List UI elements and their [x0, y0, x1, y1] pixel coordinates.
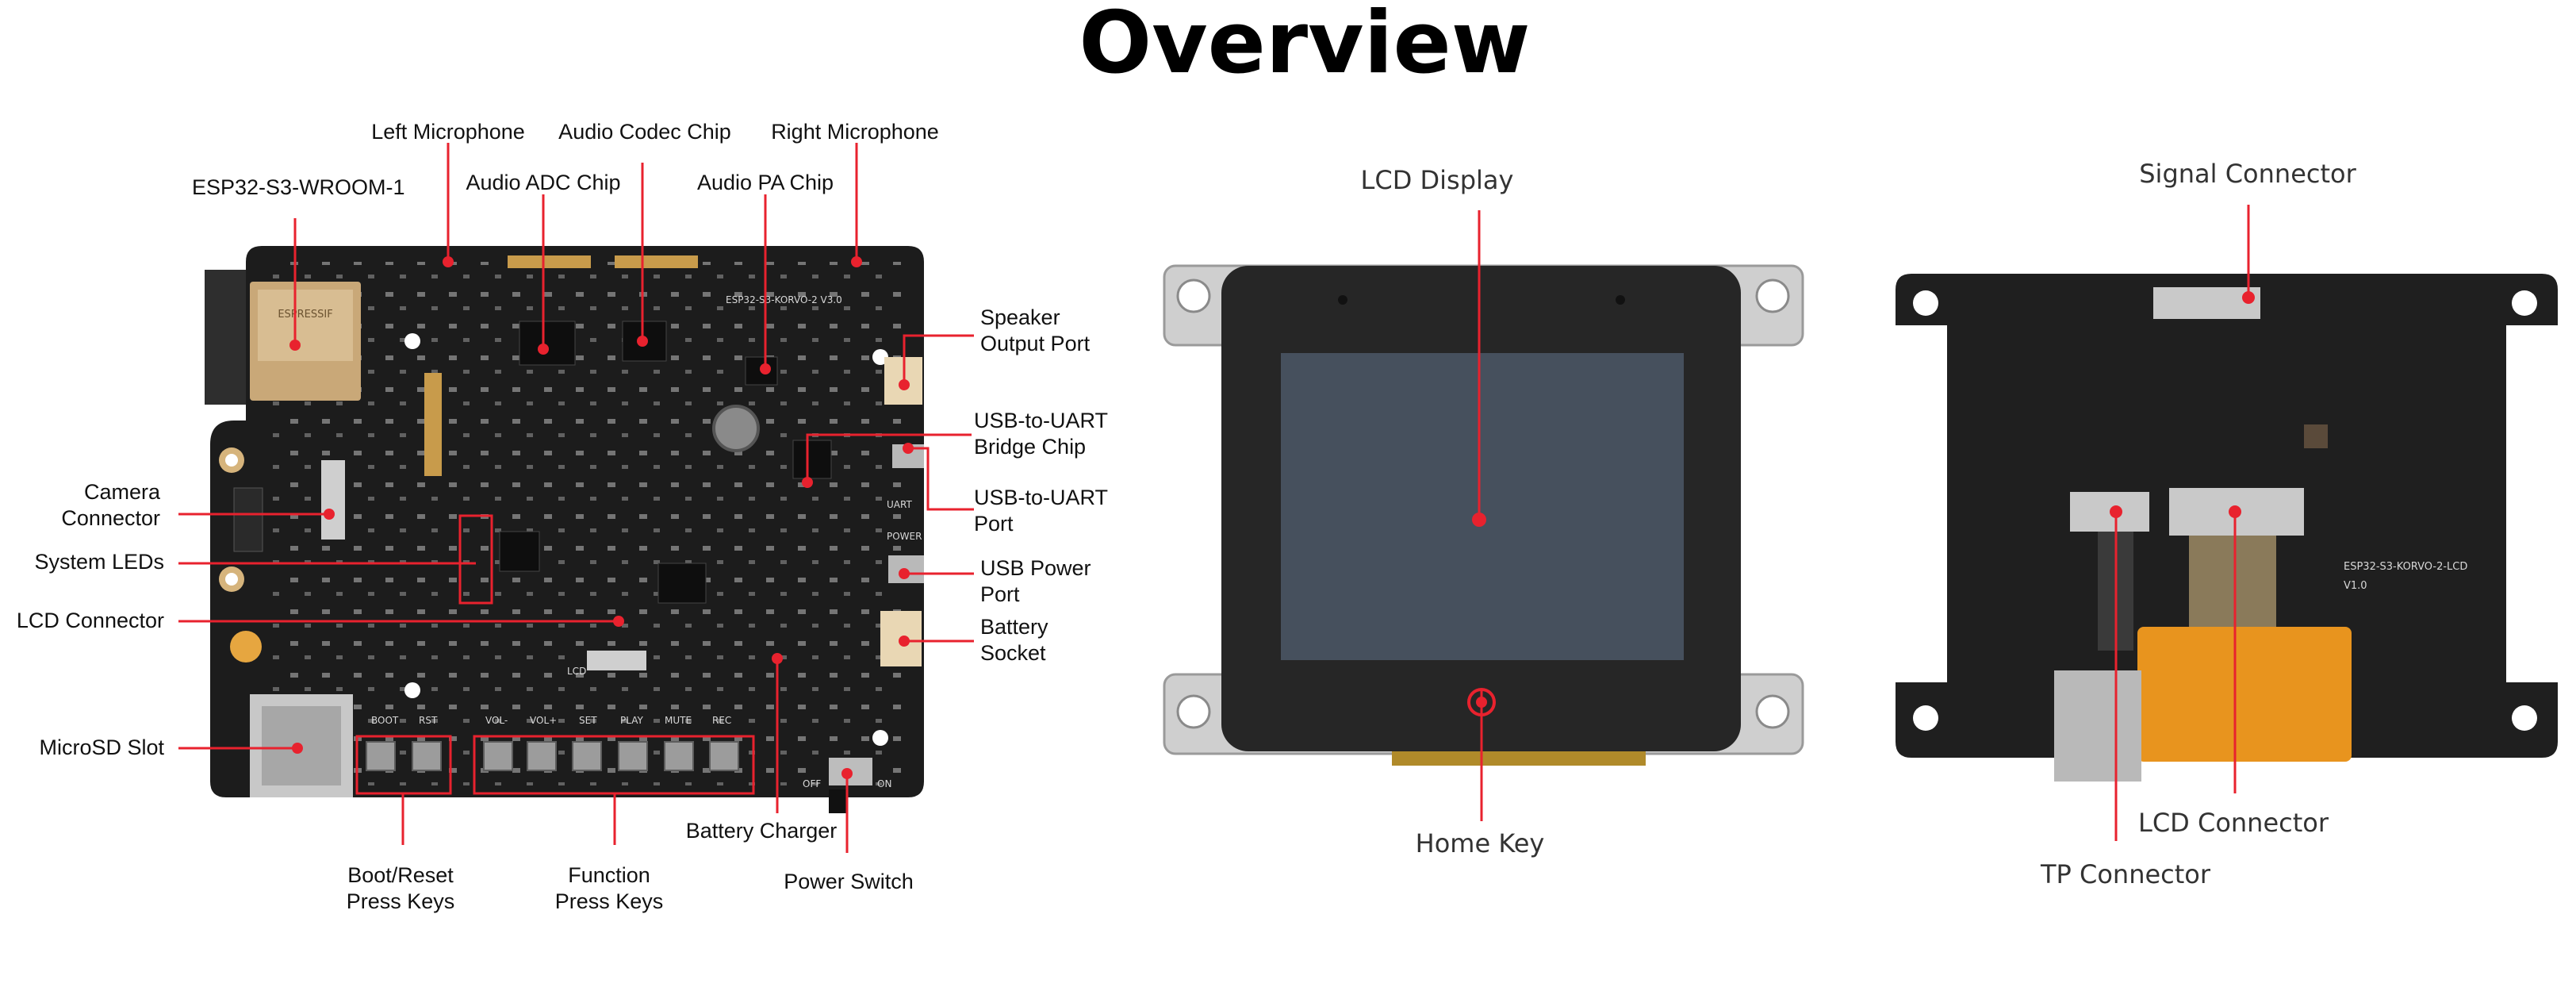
flex-cable [2137, 627, 2352, 762]
label-uart-bridge-line1: USB-to-UART [974, 409, 1109, 432]
label-uart-bridge: USB-to-UART Bridge Chip [974, 408, 1108, 460]
label-system-leds: System LEDs [34, 550, 164, 574]
label-usb-power-line1: USB Power [980, 556, 1091, 580]
back-board-silkscreen: ESP32-S3-KORVO-2-LCD [2344, 561, 2467, 573]
label-left-mic: Left Microphone [371, 120, 525, 144]
label-uart-port-line2: Port [974, 512, 1014, 536]
main-board-callouts [178, 143, 974, 853]
label-wroom: ESP32-S3-WROOM-1 [192, 175, 405, 199]
label-back-lcd-connector: LCD Connector [2137, 808, 2329, 838]
key-silkscreen-3: PLAY [620, 715, 643, 726]
label-battery-charger: Battery Charger [685, 819, 838, 843]
module-silkscreen: ESPRESSIF [278, 309, 332, 321]
label-speaker-line1: Speaker [980, 305, 1060, 329]
label-right-mic: Right Microphone [771, 120, 939, 144]
board-name-silkscreen: ESP32-S3-KORVO-2 V3.0 [726, 294, 842, 305]
label-lcd-connector: LCD Connector [16, 609, 164, 632]
key-silkscreen-4: MUTE [665, 715, 692, 726]
label-power-switch: Power Switch [784, 870, 914, 893]
page-title: Overview [1079, 0, 1531, 93]
label-lcd-display: LCD Display [1360, 165, 1514, 195]
label-uart-port-line1: USB-to-UART [974, 486, 1109, 509]
label-boot-reset-keys: Boot/Reset Press Keys [347, 862, 455, 915]
label-camera: Camera Connector [61, 479, 160, 532]
key-silkscreen-0: VOL- [485, 715, 508, 726]
label-battery-socket: Battery Socket [980, 614, 1048, 666]
label-adc: Audio ADC Chip [466, 171, 621, 194]
press-keys [366, 741, 739, 771]
lcd-back-callouts [2114, 205, 2250, 841]
on-silkscreen: ON [877, 778, 891, 789]
lcd-back: ESP32-S3-KORVO-2-LCD V1.0 [1896, 274, 2558, 782]
label-pa: Audio PA Chip [696, 171, 834, 194]
label-uart-port: USB-to-UART Port [974, 485, 1108, 537]
key-silkscreen-1: VOL+ [530, 715, 557, 726]
uart-silkscreen: UART [887, 499, 912, 510]
label-function-keys: Function Press Keys [555, 862, 664, 915]
label-uart-bridge-line2: Bridge Chip [974, 435, 1087, 459]
label-home-key: Home Key [1415, 828, 1545, 858]
label-usb-power: USB Power Port [980, 555, 1091, 608]
key-silkscreen-5: REC [712, 715, 731, 726]
label-usb-power-line2: Port [980, 582, 1020, 606]
signal-connector [2153, 287, 2260, 319]
lcd-silkscreen: LCD [567, 666, 586, 677]
label-signal-connector: Signal Connector [2139, 159, 2356, 189]
label-boot-reset-line2: Press Keys [346, 889, 455, 913]
home-key-ring [1467, 688, 1496, 716]
back-version-silkscreen: V1.0 [2344, 580, 2367, 592]
label-function-keys-line2: Press Keys [554, 889, 664, 913]
power-silkscreen: POWER [887, 531, 922, 542]
label-function-keys-line1: Function [568, 863, 650, 887]
label-speaker-line2: Output Port [980, 332, 1091, 355]
off-silkscreen: OFF [803, 778, 821, 789]
label-codec: Audio Codec Chip [558, 120, 731, 144]
lcd-screen [1281, 353, 1684, 660]
boot-silkscreen: BOOT [371, 715, 399, 726]
label-speaker: Speaker Output Port [980, 305, 1090, 357]
label-camera-line2: Connector [61, 506, 160, 530]
key-silkscreen-2: SET [579, 715, 597, 726]
label-battery-socket-line2: Socket [980, 641, 1046, 665]
label-boot-reset-line1: Boot/Reset [347, 863, 454, 887]
rst-silkscreen: RST [419, 715, 438, 726]
lcd-front-callouts [1467, 210, 1496, 821]
label-microsd: MicroSD Slot [39, 735, 164, 759]
camera-connector [321, 460, 345, 540]
main-board: ESPRESSIF [205, 246, 924, 813]
label-battery-socket-line1: Battery [980, 615, 1048, 639]
label-camera-line1: Camera [83, 480, 160, 504]
label-tp-connector: TP Connector [2040, 859, 2211, 889]
